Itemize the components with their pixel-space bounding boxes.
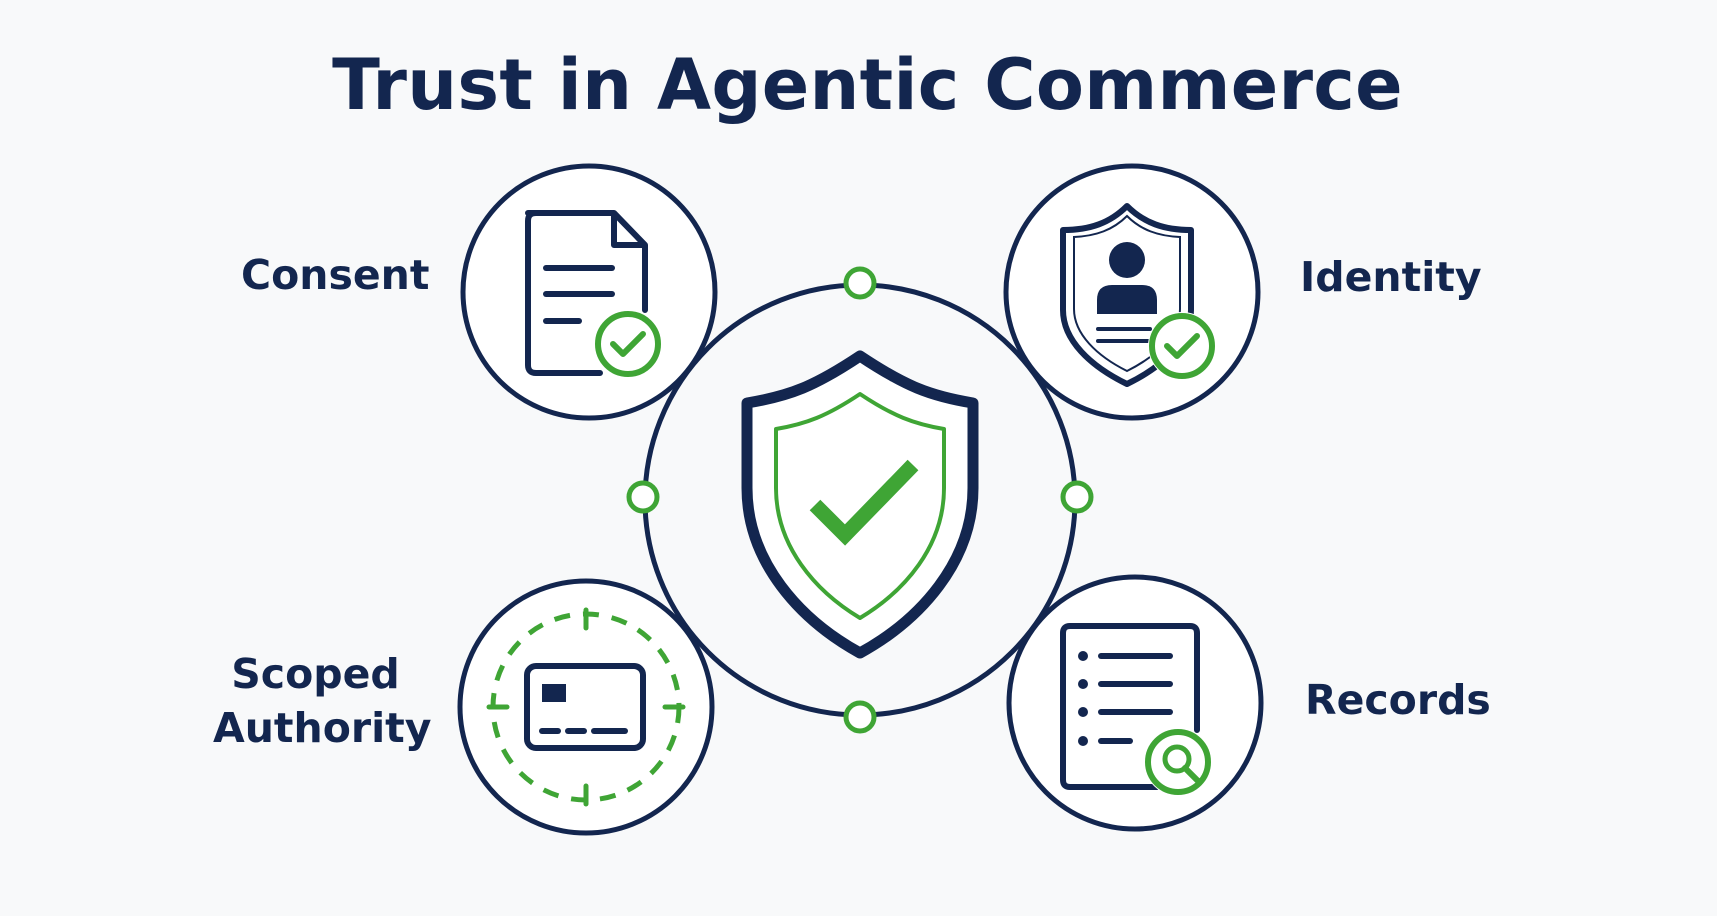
consent-label: Consent xyxy=(241,251,430,299)
user-shield-check-icon xyxy=(1060,203,1216,387)
scoped-authority-label-line1: Scoped xyxy=(231,650,400,698)
scoped-authority-node xyxy=(457,578,715,836)
card-target-icon xyxy=(486,607,686,807)
records-label: Records xyxy=(1305,676,1491,724)
scoped-authority-label-line2: Authority xyxy=(213,704,432,753)
identity-label: Identity xyxy=(1300,253,1482,301)
identity-node xyxy=(1003,163,1261,421)
records-node xyxy=(1006,574,1264,832)
connector-dot-left xyxy=(626,480,660,514)
list-search-icon xyxy=(1060,623,1212,796)
shield-check-icon xyxy=(741,350,979,659)
connector-dot-top xyxy=(843,266,877,300)
page-title: Trust in Agentic Commerce xyxy=(332,44,1403,126)
connector-dots xyxy=(626,266,1094,734)
scoped-authority-label: Scoped Authority xyxy=(213,647,432,755)
consent-node xyxy=(460,163,718,421)
document-check-icon xyxy=(525,210,662,378)
connector-dot-bottom xyxy=(843,700,877,734)
connector-dot-right xyxy=(1060,480,1094,514)
